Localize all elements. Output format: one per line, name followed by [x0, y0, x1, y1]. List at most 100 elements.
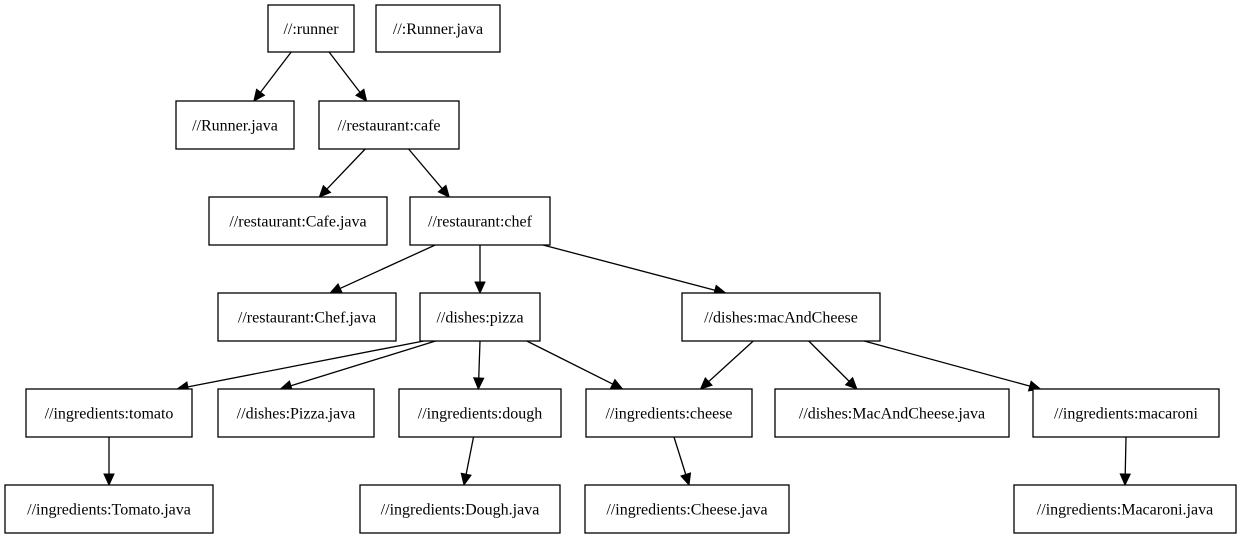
edge-line	[328, 51, 361, 93]
node-ing-dough: //ingredients:dough	[398, 388, 562, 438]
node-label: //ingredients:Tomato.java	[27, 502, 191, 519]
node-box	[375, 4, 501, 53]
arrowhead-icon	[253, 88, 266, 102]
node-label: //restaurant:Chef.java	[238, 310, 376, 327]
node-label: //:runner	[283, 21, 339, 38]
arrowhead-icon	[680, 472, 692, 487]
edge-dishes-pizza-to-ing-cheese	[526, 340, 624, 390]
node-box	[584, 484, 790, 534]
node-label: //ingredients:tomato	[45, 406, 174, 423]
node-label: //dishes:pizza	[436, 310, 523, 327]
edge-ing-dough-to-dough-java	[460, 436, 475, 487]
node-dishes-pizza: //dishes:pizza	[419, 292, 541, 342]
edge-line	[542, 244, 716, 291]
edge-ing-tomato-to-tomato-java	[103, 437, 115, 487]
node-ing-tomato: //ingredients:tomato	[25, 388, 193, 438]
arrowhead-icon	[329, 282, 344, 294]
node-box	[681, 292, 881, 342]
node-runner-java: //Runner.java	[175, 100, 295, 150]
edge-line	[808, 340, 850, 382]
edge-line	[478, 340, 481, 379]
arrowhead-icon	[699, 376, 713, 390]
node-runner-java-root: //:Runner.java	[375, 4, 501, 53]
edge-line	[673, 436, 687, 475]
edge-line	[326, 148, 366, 190]
edge-restaurant-chef-to-dishes-mac	[542, 244, 727, 296]
node-label: //dishes:macAndCheese	[704, 310, 858, 327]
node-box	[25, 388, 193, 438]
arrowhead-icon	[318, 184, 332, 198]
node-label: //ingredients:macaroni	[1054, 406, 1199, 423]
node-label: //ingredients:Dough.java	[381, 502, 540, 519]
edge-dishes-pizza-to-pizza-java	[279, 340, 436, 392]
arrowhead-icon	[437, 184, 450, 198]
arrowhead-icon	[355, 88, 368, 102]
node-box	[217, 388, 375, 438]
node-label: //ingredients:cheese	[605, 406, 732, 423]
edge-line	[260, 51, 292, 93]
edge-line	[465, 436, 475, 475]
arrowhead-icon	[609, 378, 624, 390]
node-box	[208, 196, 388, 246]
edge-line	[526, 340, 613, 385]
node-label: //restaurant:cafe	[337, 118, 440, 135]
arrowhead-icon	[1119, 473, 1132, 487]
node-cheese-java: //ingredients:Cheese.java	[584, 484, 790, 534]
edge-ing-macaroni-to-macaroni-java	[1119, 436, 1132, 487]
edge-dishes-mac-to-mac-java	[808, 340, 858, 390]
node-mac-java: //dishes:MacAndCheese.java	[774, 388, 1010, 438]
node-label: //ingredients:Cheese.java	[606, 502, 767, 519]
arrowhead-icon	[474, 281, 486, 295]
node-restaurant-chef: //restaurant:chef	[409, 196, 551, 246]
node-dishes-mac: //dishes:macAndCheese	[681, 292, 881, 342]
arrowhead-icon	[844, 376, 858, 390]
node-box	[398, 388, 562, 438]
edge-runner-to-restaurant-cafe	[328, 51, 368, 102]
node-box	[409, 196, 551, 246]
node-chef-java: //restaurant:Chef.java	[217, 292, 397, 342]
edge-line	[339, 244, 436, 290]
node-label: //:Runner.java	[393, 21, 483, 38]
node-runner: //:runner	[267, 4, 355, 53]
node-label: //restaurant:chef	[428, 214, 533, 231]
node-dough-java: //ingredients:Dough.java	[359, 484, 561, 534]
edge-dishes-pizza-to-ing-dough	[472, 340, 485, 391]
edge-ing-cheese-to-cheese-java	[673, 436, 692, 487]
node-box	[774, 388, 1010, 438]
edge-dishes-mac-to-ing-macaroni	[863, 340, 1042, 392]
edge-line	[1124, 436, 1127, 475]
node-restaurant-cafe: //restaurant:cafe	[318, 100, 460, 150]
node-label: //ingredients:dough	[418, 406, 542, 423]
node-label: //restaurant:Cafe.java	[229, 214, 366, 231]
edge-line	[863, 340, 1030, 387]
node-label: //Runner.java	[192, 118, 278, 135]
edge-line	[290, 340, 436, 387]
node-box	[267, 4, 355, 53]
node-box	[4, 484, 214, 534]
arrowhead-icon	[103, 473, 115, 487]
edge-runner-to-runner-java	[253, 51, 292, 102]
edge-line	[708, 340, 754, 383]
node-ing-macaroni: //ingredients:macaroni	[1032, 388, 1220, 438]
edge-dishes-pizza-to-ing-tomato	[175, 340, 424, 393]
nodes-layer: //:runner //:Runner.java //Runner.java //re…	[4, 4, 1237, 534]
edge-line	[408, 148, 443, 190]
node-box	[359, 484, 561, 534]
node-label: //ingredients:Macaroni.java	[1037, 502, 1213, 519]
edge-line	[187, 340, 424, 388]
node-box	[175, 100, 295, 150]
node-box	[585, 388, 753, 438]
node-box	[1013, 484, 1237, 534]
node-cafe-java: //restaurant:Cafe.java	[208, 196, 388, 246]
node-tomato-java: //ingredients:Tomato.java	[4, 484, 214, 534]
node-label: //dishes:MacAndCheese.java	[799, 406, 985, 423]
arrowhead-icon	[472, 377, 485, 391]
edge-restaurant-chef-to-dishes-pizza	[474, 245, 486, 295]
arrowhead-icon	[460, 472, 472, 487]
node-macaroni-java: //ingredients:Macaroni.java	[1013, 484, 1237, 534]
node-label: //dishes:Pizza.java	[237, 406, 356, 423]
edge-restaurant-cafe-to-cafe-java	[318, 148, 366, 198]
node-box	[217, 292, 397, 342]
node-box	[318, 100, 460, 150]
